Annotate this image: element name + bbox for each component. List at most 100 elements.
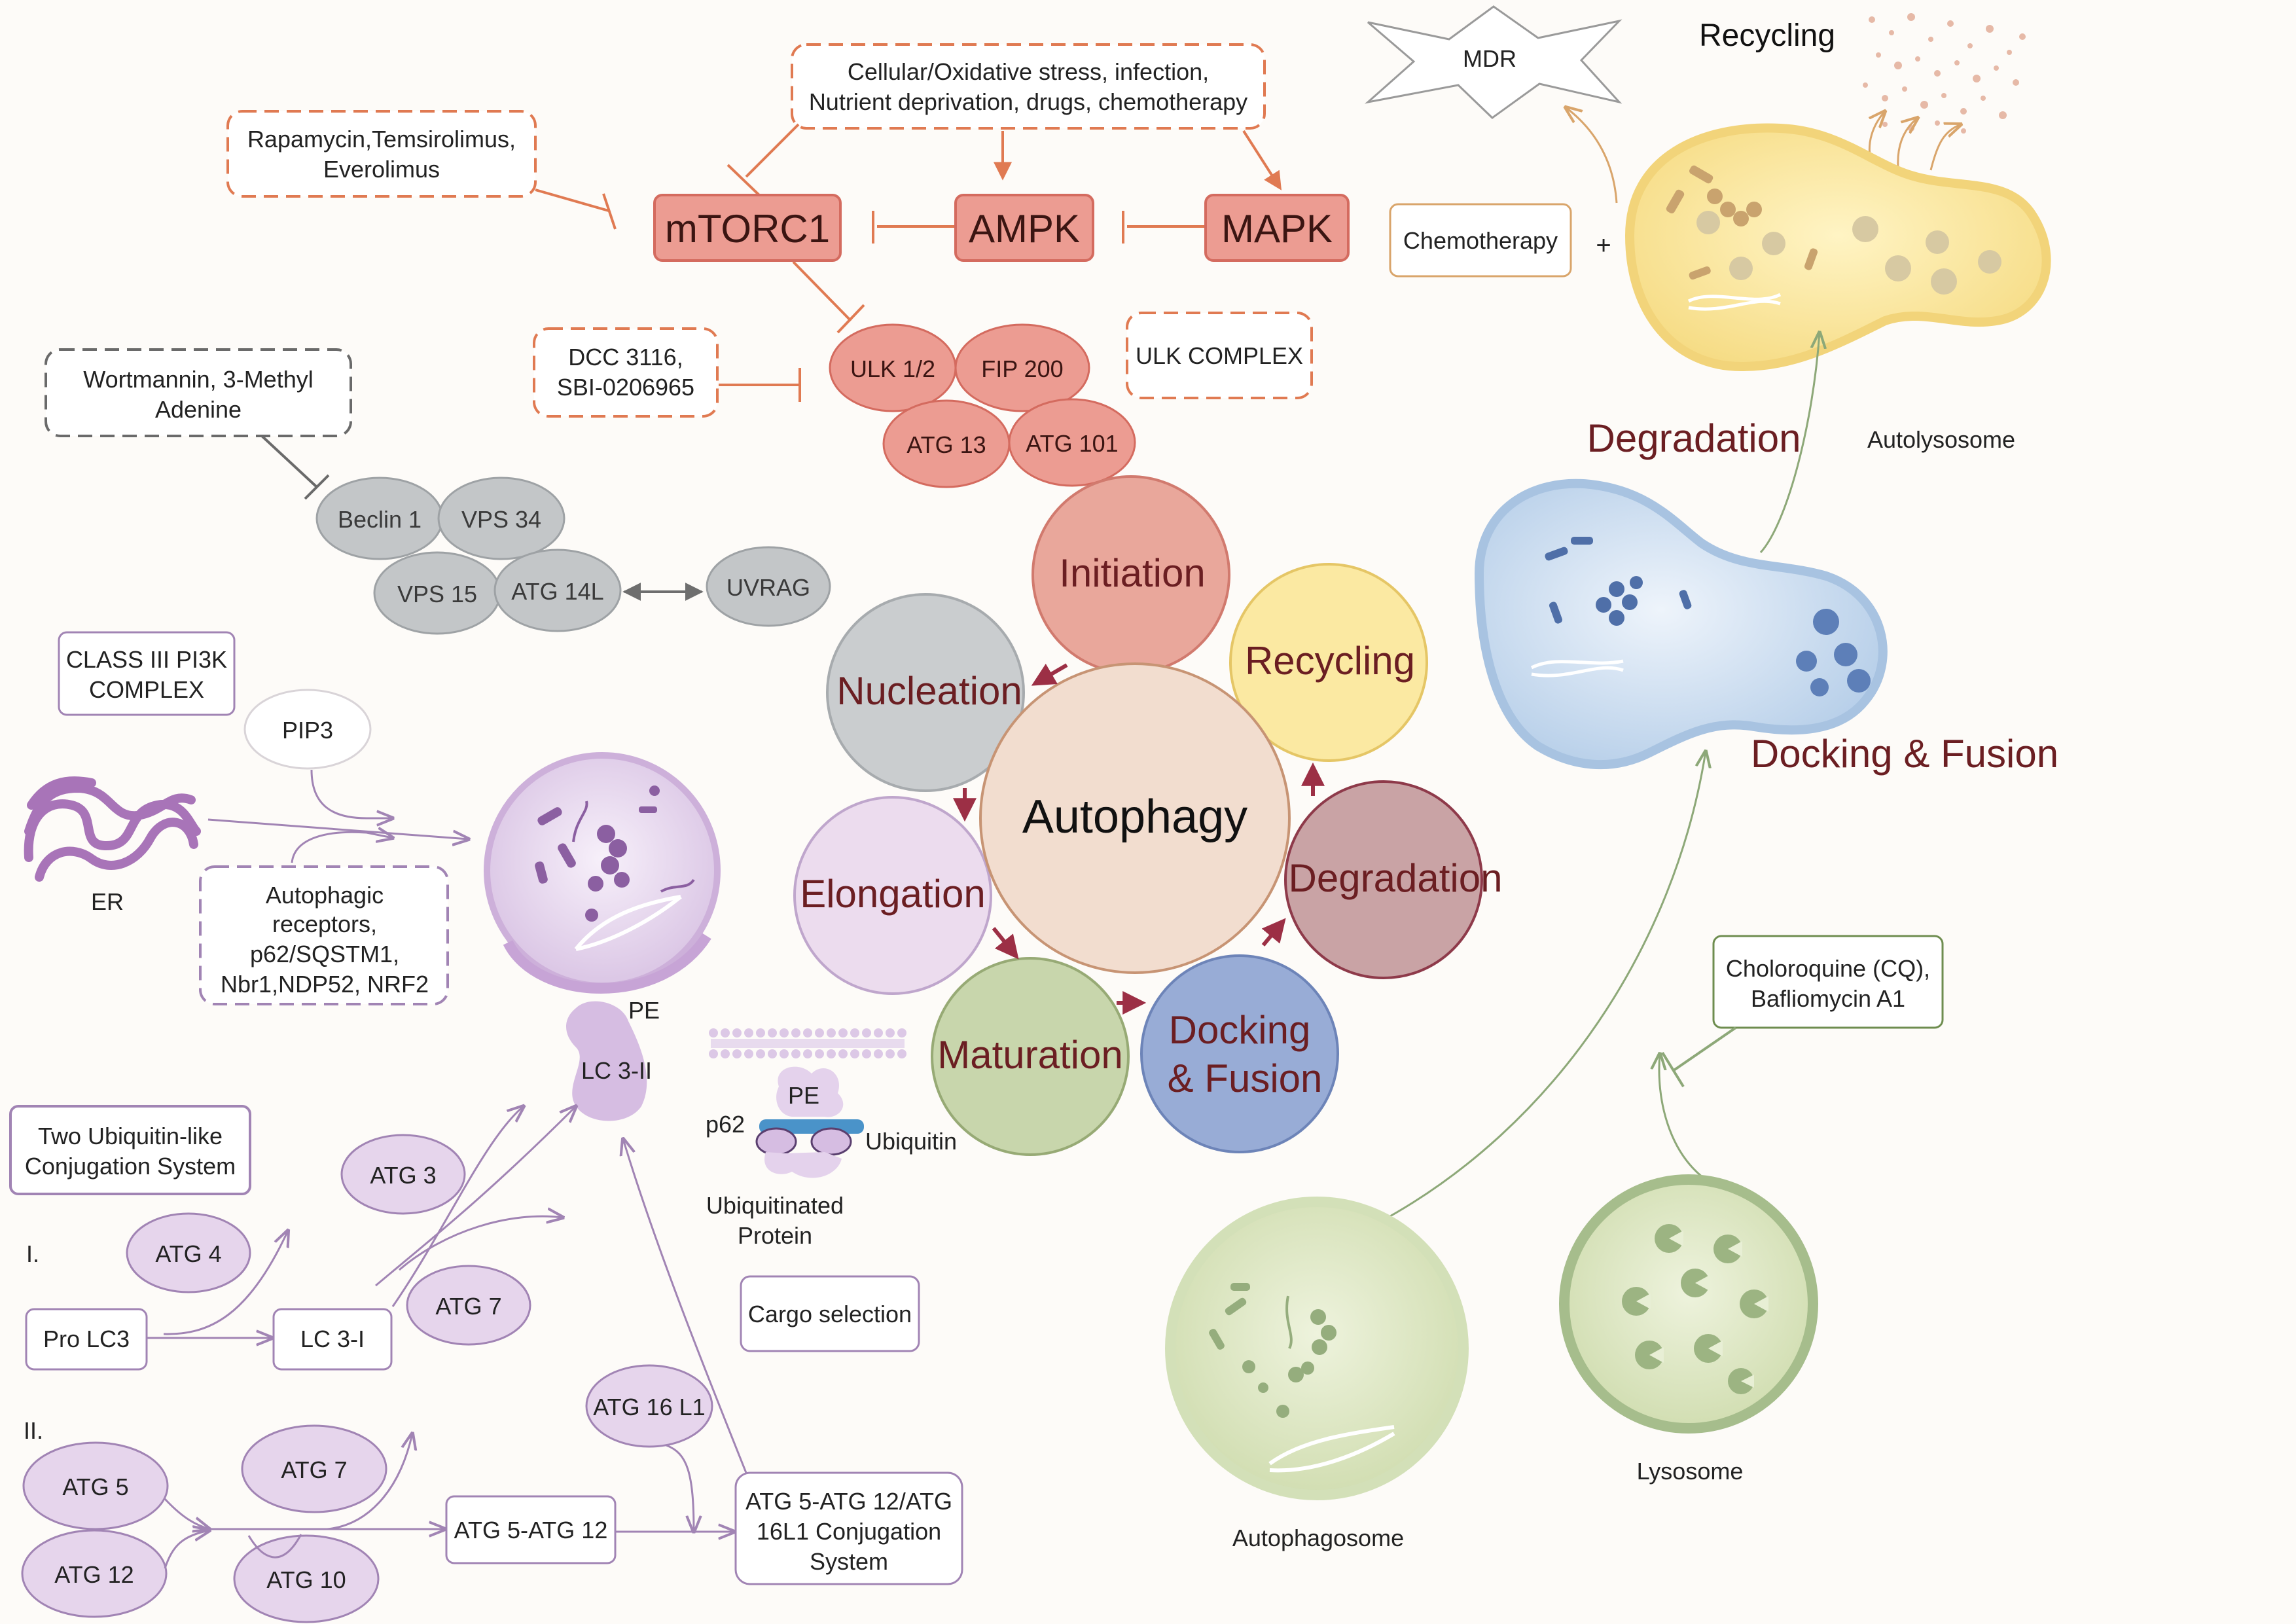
- initiation-label: Initiation: [1059, 551, 1205, 595]
- atg4-label: ATG 4: [155, 1240, 221, 1267]
- atg10-label: ATG 10: [266, 1566, 346, 1593]
- stress-text-2: Nutrient deprivation, drugs, chemotherap…: [809, 88, 1247, 115]
- lc3i-label: LC 3-I: [300, 1326, 365, 1352]
- wortmannin-text-2: Adenine: [155, 396, 242, 423]
- recycling-step-label: Recycling: [1245, 639, 1415, 683]
- class3-text-1: CLASS III PI3K: [66, 646, 227, 673]
- conjugation-boxes: [25, 1275, 963, 1585]
- rapamycin-text-1: Rapamycin,Temsirolimus,: [247, 126, 516, 153]
- chemotherapy-label: Chemotherapy: [1403, 227, 1558, 254]
- fip200-label: FIP 200: [981, 355, 1063, 382]
- stress-box: Cellular/Oxidative stress, infection, Nu…: [791, 43, 1266, 130]
- er-connectors: [207, 769, 469, 863]
- lc3ii-label: LC 3-II: [581, 1057, 652, 1084]
- vps34-label: VPS 34: [461, 506, 541, 533]
- atg5-atg12-label: ATG 5-ATG 12: [454, 1517, 608, 1543]
- maturation-circle: [931, 957, 1130, 1156]
- elongation-label: Elongation: [800, 872, 986, 916]
- ampk-label: AMPK: [969, 207, 1080, 251]
- conj-system-text-1: ATG 5-ATG 12/ATG: [745, 1488, 952, 1515]
- conj-system-text-3: System: [810, 1548, 888, 1575]
- mdr-star: MDR: [1364, 5, 1623, 119]
- atg16l1-label: ATG 16 L1: [593, 1394, 705, 1420]
- dcc-text-2: SBI-0206965: [557, 374, 694, 401]
- er-label: ER: [91, 888, 124, 915]
- nucleation-circle: [826, 593, 1025, 792]
- cq-inhibitor-line: [1661, 1026, 1737, 1088]
- top-connectors: [535, 123, 1282, 402]
- receptors-text-2: receptors,: [272, 911, 377, 937]
- ulk12-label: ULK 1/2: [850, 355, 935, 382]
- pi3k-complex: [315, 477, 831, 635]
- mapk-box: MAPK: [1204, 194, 1350, 262]
- ulk-complex-label: ULK COMPLEX: [1136, 342, 1303, 369]
- atg13-label: ATG 13: [906, 431, 986, 458]
- chemotherapy-box: Chemotherapy: [1389, 203, 1572, 278]
- class3-box: CLASS III PI3K COMPLEX: [58, 631, 236, 716]
- lc3-pe-protein-icon: [566, 1001, 647, 1121]
- pip3-label: PIP3: [282, 717, 333, 744]
- dcc-box: DCC 3116, SBI-0206965: [533, 327, 719, 418]
- ubiquitinated-protein-text-2: Protein: [738, 1222, 812, 1249]
- atg3-label: ATG 3: [370, 1162, 436, 1189]
- recycling-arrows: [1566, 107, 1961, 204]
- yellow-autolysosome-icon: [1624, 123, 2051, 372]
- atg14l-label: ATG 14L: [511, 578, 603, 605]
- autophagy-label: Autophagy: [1022, 791, 1247, 843]
- ampk-box: AMPK: [954, 194, 1094, 262]
- class3-text-2: COMPLEX: [89, 676, 204, 703]
- pe2-label: PE: [788, 1082, 819, 1109]
- recycling-circle: [1229, 563, 1428, 762]
- cq-text-2: Bafliomycin A1: [1751, 985, 1905, 1012]
- autophagosome-icon: [1165, 1197, 1469, 1500]
- stress-text-1: Cellular/Oxidative stress, infection,: [848, 58, 1209, 85]
- roman-i-label: I.: [26, 1240, 39, 1267]
- pip3-node: PIP3: [243, 689, 372, 770]
- atg7a-label: ATG 7: [435, 1293, 501, 1320]
- green-connectors: [1378, 751, 1706, 1224]
- cq-text-1: Choloroquine (CQ),: [1726, 955, 1930, 982]
- conjugation-nodes: [21, 1134, 713, 1623]
- docking-fusion-label-1: Docking: [1169, 1008, 1311, 1052]
- autophagy-wheel: [793, 475, 1483, 1156]
- wortmannin-text-1: Wortmannin, 3-Methyl: [83, 366, 313, 393]
- atg12-label: ATG 12: [54, 1561, 134, 1588]
- ulk-complex-box: ULK COMPLEX: [1126, 312, 1313, 399]
- mtorc1-label: mTORC1: [665, 207, 830, 251]
- rapamycin-text-2: Everolimus: [323, 156, 440, 183]
- two-ub-text-1: Two Ubiquitin-like: [38, 1123, 223, 1149]
- wortmannin-inhibitor-line: [260, 435, 330, 500]
- rapamycin-box: Rapamycin,Temsirolimus, Everolimus: [226, 110, 537, 198]
- degradation-step-label: Degradation: [1289, 856, 1503, 900]
- ubiquitinated-protein-text-1: Ubiquitinated: [706, 1192, 844, 1219]
- receptors-box: Autophagic receptors, p62/SQSTM1, Nbr1,N…: [199, 865, 449, 1005]
- lysosome-label: Lysosome: [1637, 1458, 1744, 1485]
- ubiquitinated-protein-icon: [755, 1066, 864, 1178]
- vps15-label: VPS 15: [397, 581, 477, 607]
- docking-big-label: Docking & Fusion: [1751, 732, 2058, 776]
- two-ub-text-2: Conjugation System: [25, 1153, 236, 1180]
- lysosome-icon: [1559, 1174, 1818, 1434]
- docking-fusion-circle: [1140, 954, 1339, 1153]
- membrane-icon: [709, 1028, 906, 1058]
- degradation-circle: [1284, 780, 1483, 979]
- atg5-label: ATG 5: [62, 1473, 128, 1500]
- mapk-label: MAPK: [1221, 207, 1333, 251]
- docking-fusion-label-2: & Fusion: [1168, 1056, 1323, 1100]
- two-ubiquitin-box: Two Ubiquitin-like Conjugation System: [9, 1105, 251, 1195]
- roman-ii-label: II.: [24, 1417, 43, 1444]
- receptors-text-1: Autophagic: [266, 882, 384, 909]
- cq-box: Choloroquine (CQ), Bafliomycin A1: [1712, 935, 1944, 1029]
- recycled-particles-icon: [1863, 13, 2026, 134]
- wheel-arrows: [953, 663, 1325, 1015]
- uvrag-label: UVRAG: [726, 574, 810, 601]
- plus-label: +: [1596, 231, 1611, 260]
- recycling-top-label: Recycling: [1699, 18, 1835, 53]
- pro-lc3-label: Pro LC3: [43, 1326, 130, 1352]
- cargo-selection-label: Cargo selection: [748, 1301, 912, 1327]
- elongation-circle: [793, 796, 992, 995]
- conj-system-text-2: 16L1 Conjugation: [757, 1518, 941, 1545]
- ubiquitin-label: Ubiquitin: [865, 1128, 957, 1155]
- maturation-label: Maturation: [937, 1033, 1122, 1077]
